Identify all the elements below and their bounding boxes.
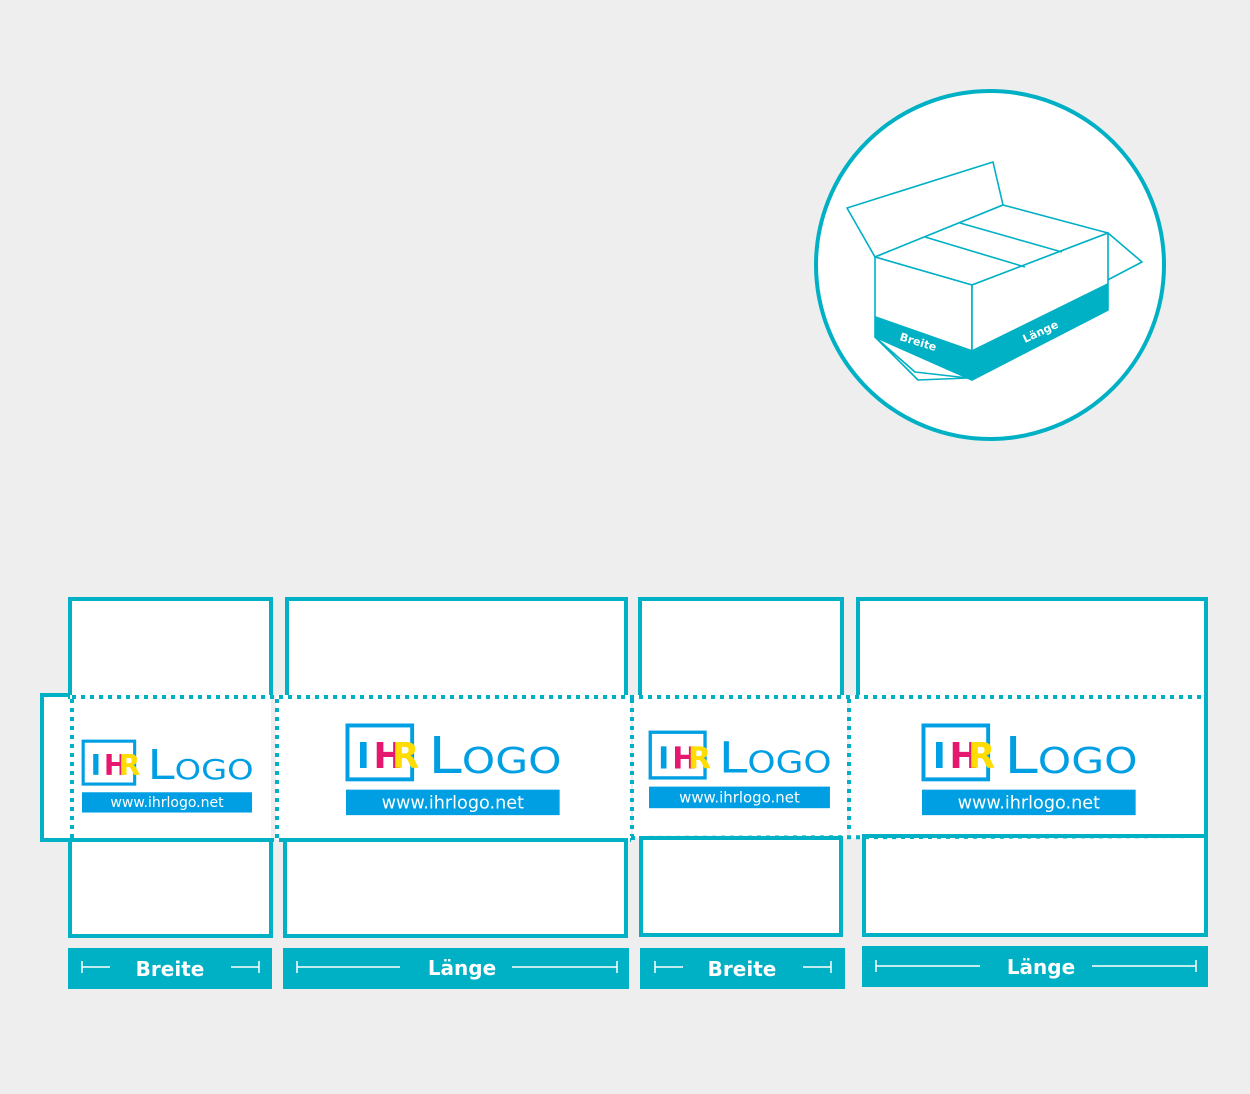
panel-2-top-flap — [285, 597, 628, 699]
logo-url-bar — [649, 786, 830, 809]
panel-3-body — [633, 695, 847, 838]
box-band-breite — [875, 316, 972, 380]
logo-word: Logo — [1004, 727, 1137, 786]
logo-word: Logo — [428, 727, 561, 786]
logo-letter: I — [933, 736, 946, 777]
panel-3-bottom-flap — [639, 836, 843, 937]
logo-letter: R — [392, 736, 419, 777]
logo-letter: I — [658, 741, 669, 776]
logo-word: Logo — [148, 741, 254, 789]
logo-letter: R — [968, 736, 995, 777]
panel-1-bottom-flap — [68, 838, 273, 938]
dimension-bar-1: Breite — [68, 948, 272, 989]
dimension-label-breite: Breite — [708, 957, 777, 981]
logo-frame — [921, 723, 991, 782]
logo-url-bar — [346, 789, 560, 816]
logo-letter: R — [119, 749, 141, 782]
logo-frame — [81, 739, 137, 786]
panel-2-body — [276, 695, 631, 840]
dimension-bar-3: Breite — [640, 948, 845, 989]
logo-letter: R — [688, 741, 711, 776]
dimension-bar-2: Länge — [283, 948, 629, 989]
logo-url: www.ihrlogo.net — [110, 795, 224, 811]
box-illustration: Breite Länge — [814, 89, 1166, 441]
logo-letter: H — [949, 736, 979, 777]
dimension-label-laenge: Länge — [1007, 955, 1075, 979]
dieline — [40, 597, 1208, 938]
panel-1-top-flap — [68, 597, 273, 699]
panel-2-bottom-flap — [283, 838, 628, 938]
panel-3-top-flap — [638, 597, 844, 699]
panel-1-body — [70, 695, 271, 840]
logo-url: www.ihrlogo.net — [382, 793, 524, 813]
logo-letter: I — [91, 749, 101, 782]
panel-4-top-flap — [856, 597, 1208, 699]
dimension-label-breite: Breite — [136, 957, 205, 981]
panel-4-bottom-flap — [862, 834, 1208, 937]
logo-frame — [648, 730, 707, 780]
logo-letter: H — [373, 736, 403, 777]
logo-url-bar — [922, 789, 1136, 816]
logo-letter: I — [357, 736, 370, 777]
logo-frame — [345, 723, 415, 782]
logo-letter: H — [672, 741, 697, 776]
dimension-label-laenge: Länge — [428, 956, 496, 980]
logo-url: www.ihrlogo.net — [679, 788, 800, 806]
logo-word: Logo — [719, 734, 832, 784]
box-band-laenge — [972, 283, 1108, 380]
dimension-bar-4: Länge — [862, 946, 1208, 987]
fold-lines — [70, 695, 1205, 842]
logo-url: www.ihrlogo.net — [958, 793, 1100, 813]
logo-letter: H — [104, 749, 128, 782]
logo-url-bar — [82, 792, 253, 813]
glue-tab — [40, 693, 74, 842]
